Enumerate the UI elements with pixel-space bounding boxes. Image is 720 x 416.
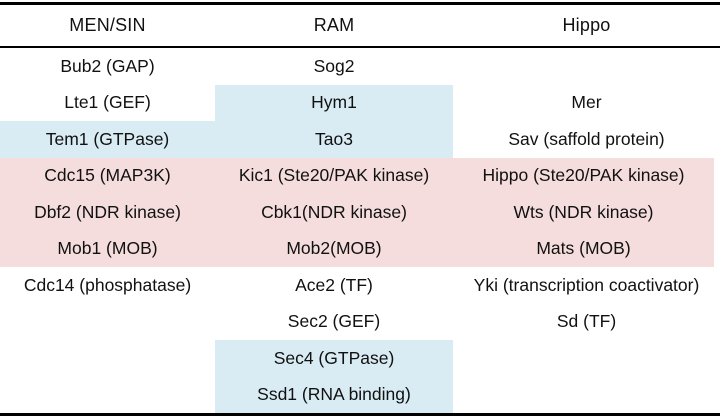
table-cell: Tem1 (GTPase) [0,121,215,158]
table-cell [0,304,215,341]
table-cell: Hym1 [215,84,453,121]
table-cell: Ssd1 (RNA binding) [215,376,453,413]
table-cell: Mats (MOB) [453,230,720,267]
table-cell: Yki (transcription coactivator) [473,274,700,295]
table-cell: Tao3 [215,121,453,158]
table-cell: Sd (TF) [556,311,617,332]
table-header-row: MEN/SIN RAM Hippo [0,5,720,46]
table-header-rule [0,46,720,48]
table-cell: Mob1 (MOB) [0,230,215,267]
table-cell: Sav (saffold protein) [508,128,665,149]
column-header-ram: RAM [313,15,355,35]
table-cell: Mer [571,92,602,113]
table-cell: Kic1 (Ste20/PAK kinase) [215,157,453,194]
table-cell: Cdc14 (phosphatase) [23,274,192,295]
table-cell: Cdc15 (MAP3K) [0,157,215,194]
table-cell [453,340,720,377]
table-cell [0,340,215,377]
table-cell: Sog2 [313,55,355,76]
table-cell: Hippo (Ste20/PAK kinase) [453,157,720,194]
table-body: Bub2 (GAP) Sog2 Lte1 (GEF) Hym1 Mer Tem1… [0,48,720,413]
table-cell: Sec2 (GEF) [287,311,381,332]
table-cell: Wts (NDR kinase) [453,194,720,231]
table-cell [453,48,720,85]
table-cell: Lte1 (GEF) [64,92,151,113]
table-cell: Dbf2 (NDR kinase) [0,194,215,231]
table-bottom-rule [0,413,720,416]
table-cell [453,377,720,414]
column-header-men-sin: MEN/SIN [69,15,146,35]
table-cell: Sec4 (GTPase) [215,340,453,377]
table-top-rule [0,2,720,5]
table-cell: Mob2(MOB) [215,230,453,267]
table-cell: Ace2 (TF) [295,274,373,295]
table-cell: Cbk1(NDR kinase) [215,194,453,231]
table-cell: Bub2 (GAP) [60,55,155,76]
column-header-hippo: Hippo [562,15,611,35]
table-cell [0,377,215,414]
